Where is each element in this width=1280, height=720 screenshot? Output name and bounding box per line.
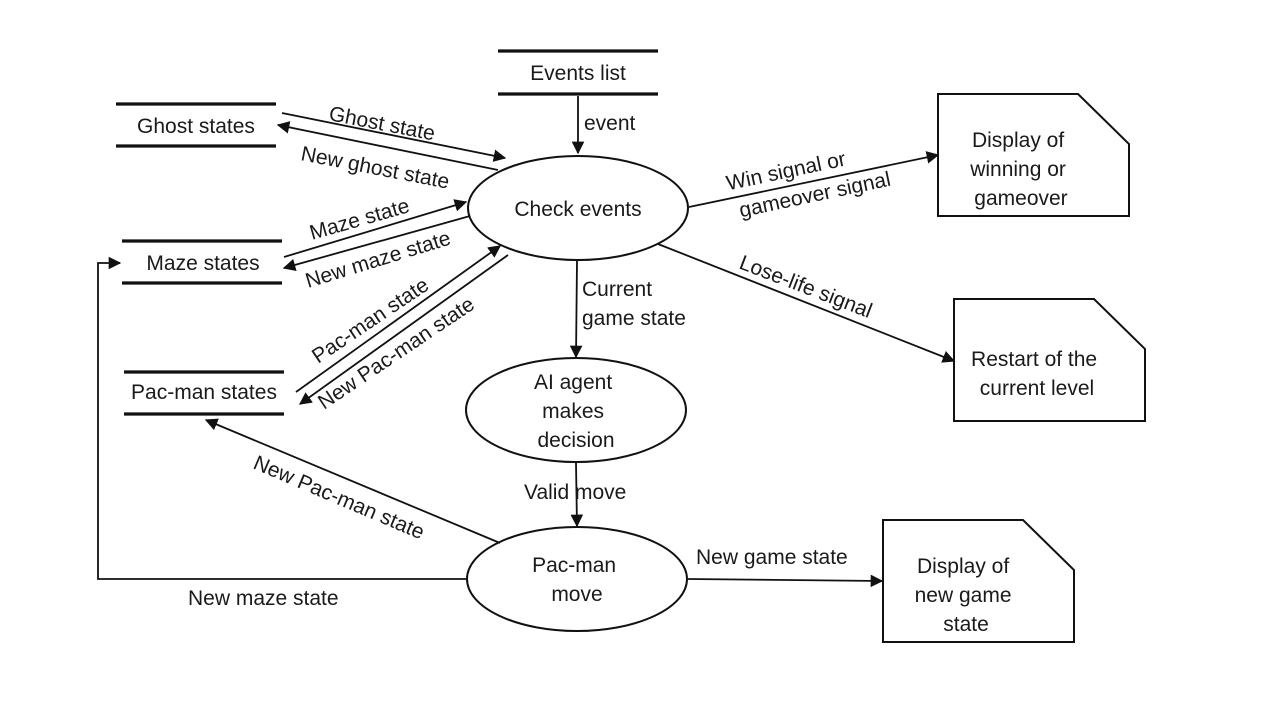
store-pacman-states: Pac-man states — [124, 370, 284, 416]
flow-new-pacman-state-move-label: New Pac-man state — [250, 451, 428, 544]
output-display-win-label: Display of winning or gameover — [969, 129, 1072, 210]
flow-lose-life-signal: Lose-life signal — [657, 243, 956, 363]
store-maze-states: Maze states — [122, 239, 282, 285]
flow-new-pacman-state-move: New Pac-man state — [204, 418, 501, 544]
flow-current-game-state: Current game state — [569, 260, 686, 359]
store-ghost-states-label: Ghost states — [137, 115, 255, 138]
process-pacman-move-label: Pac-man move — [532, 554, 622, 606]
flow-new-maze-state-move: New maze state — [97, 256, 467, 610]
flow-valid-move-label: Valid move — [524, 481, 626, 504]
flow-valid-move: Valid move — [524, 462, 626, 528]
flow-win-signal: Win signal or gameover signal — [688, 148, 940, 222]
store-ghost-states: Ghost states — [116, 102, 276, 148]
process-check-events: Check events — [467, 155, 689, 261]
flow-new-game-state-label: New game state — [696, 546, 848, 569]
process-check-events-label: Check events — [514, 198, 641, 221]
output-restart-level: Restart of the current level — [953, 298, 1146, 422]
store-pacman-states-label: Pac-man states — [131, 381, 277, 404]
process-ai-agent-label: AI agent makes decision — [534, 371, 618, 452]
output-display-new-state-label: Display of new game state — [915, 555, 1018, 636]
flow-event-label: event — [584, 112, 636, 135]
flow-current-game-state-label: Current game state — [582, 278, 686, 330]
flow-new-maze-state-move-label: New maze state — [188, 587, 339, 610]
output-display-win: Display of winning or gameover — [937, 93, 1130, 217]
output-display-new-state: Display of new game state — [882, 519, 1075, 643]
flow-new-ghost-state-label: New ghost state — [299, 142, 451, 193]
store-events-list-label: Events list — [530, 62, 626, 85]
flow-lose-life-signal-label: Lose-life signal — [736, 251, 875, 323]
store-events-list: Events list — [498, 49, 658, 96]
flow-event: event — [571, 96, 636, 155]
process-ai-agent: AI agent makes decision — [465, 357, 687, 463]
store-maze-states-label: Maze states — [146, 252, 259, 275]
flow-new-game-state: New game state — [687, 546, 884, 588]
output-restart-level-label: Restart of the current level — [971, 348, 1103, 400]
